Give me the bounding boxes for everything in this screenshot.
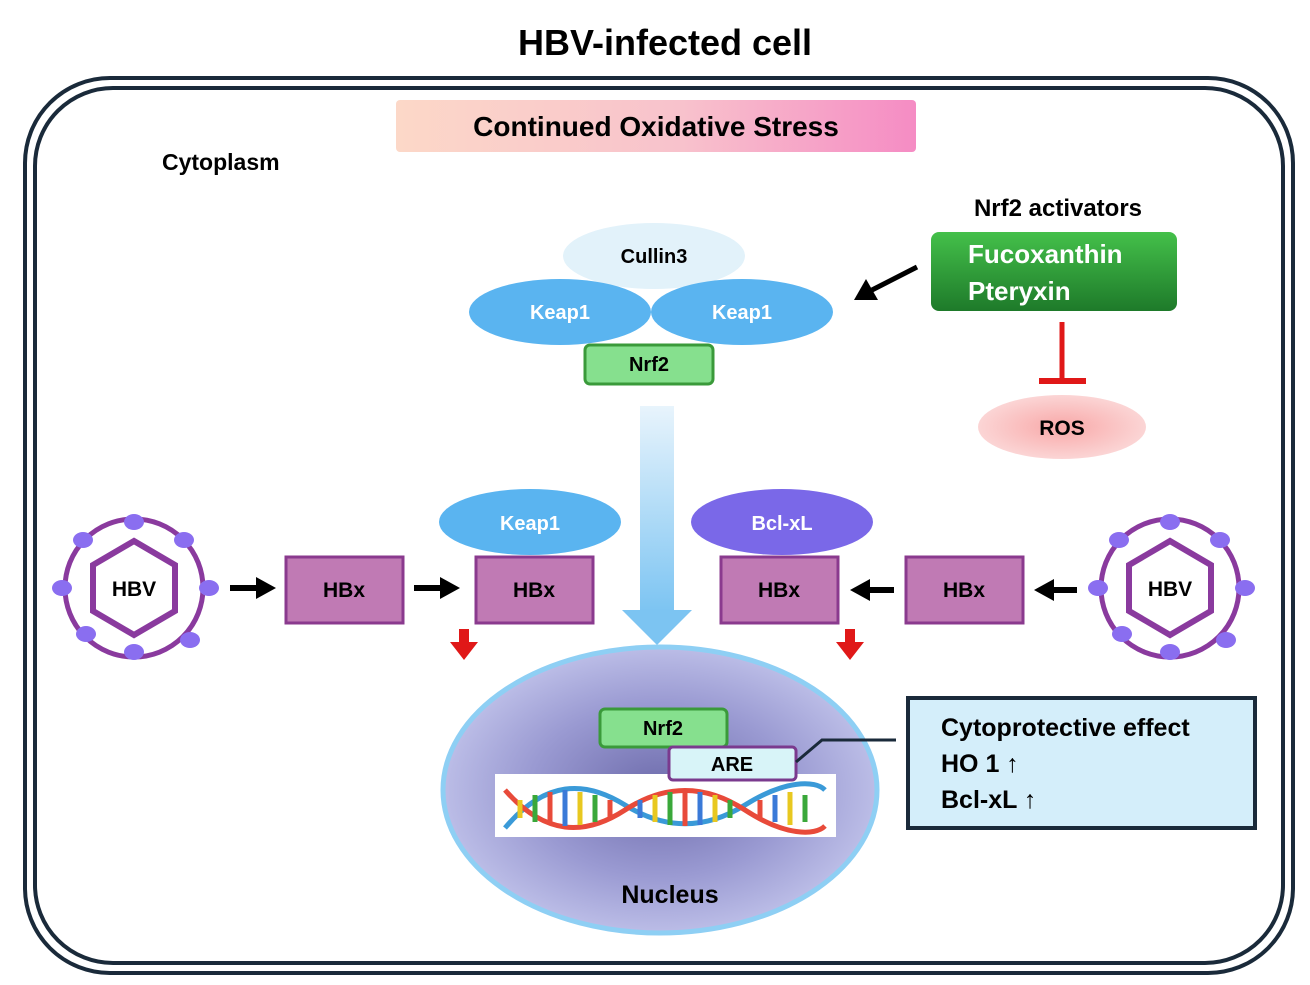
hbx-right-2	[719, 555, 840, 625]
effect-line-3: Bcl-xL ↑	[941, 786, 1036, 814]
oxidative-stress-banner	[396, 100, 916, 152]
cell-membrane-inner	[33, 86, 1285, 965]
hbx-left-2	[474, 555, 595, 625]
hbv-left-virus	[52, 514, 219, 660]
hbv-right-virus	[1088, 514, 1255, 660]
keap1-bound-node	[439, 489, 621, 555]
left-decrease-arrow	[450, 629, 478, 660]
cullin3-label: Cullin3	[621, 246, 688, 268]
activator-fucoxanthin: Fucoxanthin	[968, 239, 1123, 269]
activators-heading: Nrf2 activators	[974, 195, 1142, 222]
right-decrease-arrow	[836, 629, 864, 660]
keap1-bound-label: Keap1	[500, 513, 560, 535]
hbx-left-1-label: HBx	[323, 579, 365, 602]
hbx-right-1	[904, 555, 1025, 625]
nrf2-complex-node	[583, 343, 715, 386]
oxidative-stress-label: Continued Oxidative Stress	[473, 111, 839, 142]
hbv-left-to-hbx-arrowhead	[256, 577, 276, 599]
hbv-right-to-hbx-arrowhead	[1034, 579, 1054, 601]
dna-helix	[495, 774, 836, 837]
keap1-left-label: Keap1	[530, 302, 590, 324]
nrf2-nuclear-label: Nrf2	[643, 718, 683, 740]
bclxl-label: Bcl-xL	[751, 513, 812, 535]
hbx-left-to-hbx-arrowhead	[440, 577, 460, 599]
hbx-right-to-hbx-arrowhead	[850, 579, 870, 601]
cytoprotective-effect-box	[906, 696, 1257, 830]
translocation-arrow-shaft	[640, 406, 674, 612]
keap1-left-node	[469, 279, 651, 345]
cullin3-node	[563, 223, 745, 289]
hbx-right-2-label: HBx	[758, 579, 800, 602]
hbv-right-label: HBV	[1148, 578, 1192, 601]
hbx-left-1	[284, 555, 405, 625]
activator-to-keap1-arrowhead	[854, 279, 878, 300]
bclxl-node	[691, 489, 873, 555]
hbv-left-label: HBV	[112, 578, 156, 601]
hbx-left-2-label: HBx	[513, 579, 555, 602]
are-label: ARE	[711, 754, 753, 776]
activator-to-keap1-arrow	[870, 264, 919, 293]
hbx-right-1-label: HBx	[943, 579, 985, 602]
are-connector-line	[795, 738, 896, 764]
translocation-arrow-head	[622, 610, 692, 645]
keap1-right-label: Keap1	[712, 302, 772, 324]
nrf2-complex-label: Nrf2	[629, 354, 669, 376]
ros-label: ROS	[1039, 417, 1085, 440]
effect-line-1: Cytoprotective effect	[941, 714, 1190, 742]
nucleus-label: Nucleus	[621, 881, 718, 909]
nrf2-nuclear-node	[598, 707, 729, 749]
ros-node	[978, 395, 1146, 459]
cell-membrane-outer	[23, 76, 1295, 975]
effect-line-2: HO 1 ↑	[941, 750, 1019, 778]
page-title: HBV-infected cell	[518, 22, 812, 63]
activator-pteryxin: Pteryxin	[968, 276, 1071, 306]
activators-box	[931, 232, 1177, 311]
are-node	[667, 745, 798, 782]
keap1-right-node	[651, 279, 833, 345]
cytoplasm-label: Cytoplasm	[162, 149, 280, 175]
